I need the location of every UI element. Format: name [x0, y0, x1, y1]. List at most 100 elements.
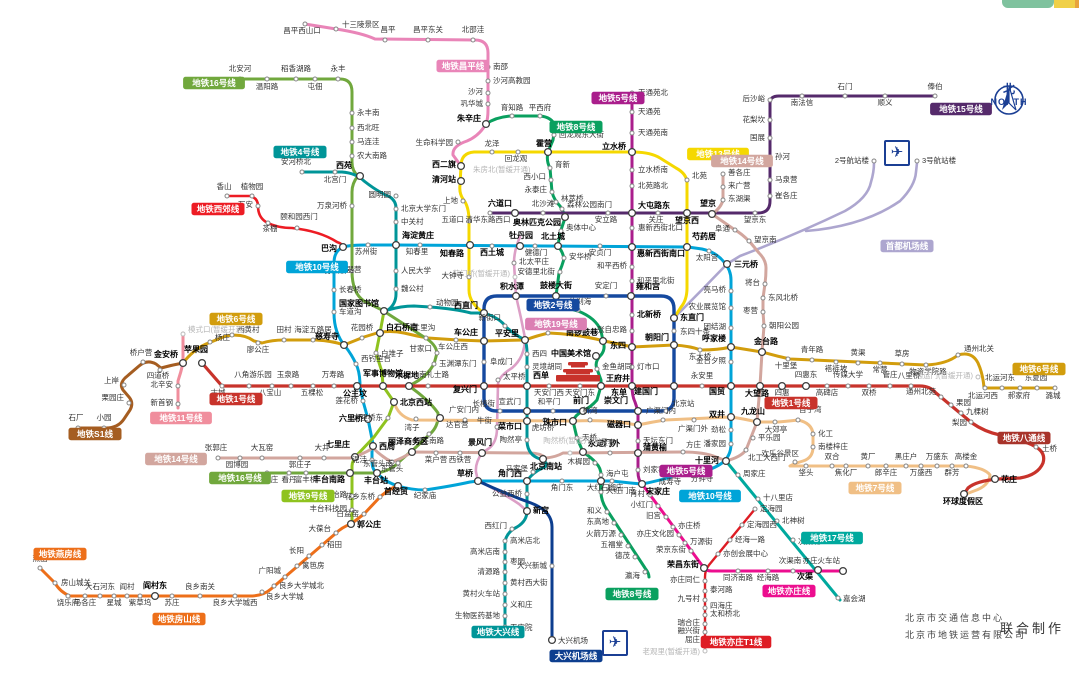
- station-label: 北京大学东门: [401, 203, 446, 213]
- station-dot: [543, 147, 553, 157]
- station-dot: [760, 295, 766, 301]
- station-label: 房山城关: [61, 577, 91, 587]
- station-dot: [481, 359, 487, 365]
- station-dot: [294, 225, 300, 231]
- station-label: 北宫门: [324, 174, 347, 184]
- station-dot: [520, 335, 530, 345]
- station-dot: [425, 37, 431, 43]
- station-dot: [680, 449, 686, 455]
- station-label: 茶棚: [263, 223, 278, 233]
- station-dot: [688, 548, 694, 554]
- station-dot: [365, 242, 371, 248]
- tiananmen-icon: [556, 362, 600, 382]
- station-dot: [391, 240, 401, 250]
- station-dot: [265, 220, 271, 226]
- station-label: 杨庄: [215, 332, 230, 342]
- station-label: 饶乐府: [57, 597, 80, 607]
- station-dot: [339, 340, 349, 350]
- station-label: 回龙观东大街: [559, 129, 604, 139]
- station-dot: [596, 381, 606, 391]
- station-dot: [350, 452, 360, 462]
- station-dot: [762, 281, 768, 287]
- station-dot: [345, 468, 355, 478]
- station-dot: [524, 351, 530, 357]
- station-dot: [671, 328, 677, 334]
- station-label: 望京东: [744, 214, 767, 224]
- station-dot: [522, 476, 532, 486]
- station-dot: [169, 593, 175, 599]
- station-dot: [349, 268, 355, 274]
- station-dot: [777, 381, 787, 391]
- station-label: 和平里北街: [637, 275, 675, 285]
- station-dot: [558, 228, 564, 234]
- station-label: 大瓦窑: [251, 442, 274, 452]
- station-dot: [722, 259, 732, 269]
- station-dot: [333, 530, 339, 536]
- station-label: 北辛安: [151, 379, 174, 389]
- station-dot: [932, 93, 938, 99]
- line-badge: [762, 584, 816, 598]
- station-dot: [627, 208, 637, 218]
- station-dot: [959, 489, 969, 499]
- station-dot: [609, 478, 615, 484]
- station-dot: [532, 243, 538, 249]
- station-dot: [728, 325, 734, 331]
- station-dot: [389, 397, 399, 407]
- station-dot: [349, 153, 355, 159]
- line-badge-label: 地铁7号线: [856, 483, 895, 493]
- station-label: 奥体中心: [566, 222, 596, 232]
- station-label: 军事博物馆: [363, 368, 403, 378]
- station-label: 人民大学: [401, 265, 431, 275]
- station-dot: [237, 455, 243, 461]
- station-dot: [958, 410, 964, 416]
- station-label: 平乐园: [758, 432, 781, 442]
- line-badge: [997, 431, 1051, 445]
- station-label: 西局: [379, 442, 395, 451]
- station-dot: [625, 543, 631, 549]
- station-dot: [767, 135, 773, 141]
- station-dot: [755, 496, 761, 502]
- line-l15: [488, 94, 937, 215]
- station-label: 西二旗: [432, 159, 456, 169]
- station-dot: [727, 537, 733, 543]
- station-label: 东高地: [587, 516, 610, 526]
- station-label: 农大南路: [357, 150, 387, 160]
- station-label: 蒲黄榆: [643, 442, 668, 452]
- station-dot: [456, 161, 466, 171]
- station-label: 安贞门: [589, 247, 612, 257]
- station-label: 良乡大学城西: [213, 597, 258, 607]
- station-dot: [790, 537, 796, 543]
- station-label: 圆明园: [369, 190, 392, 199]
- station-label: 崇文门: [604, 395, 628, 405]
- station-label: 泰河路: [710, 584, 733, 594]
- station-dot: [1017, 385, 1023, 391]
- station-label: 大兴新城: [517, 560, 547, 570]
- line-badge-label: 地铁亦庄T1线: [710, 637, 763, 647]
- station-dot: [739, 522, 745, 528]
- station-label: 北京西站: [400, 397, 432, 407]
- station-label: 北苑: [692, 170, 707, 180]
- station-label: 公主坟: [343, 388, 367, 398]
- station-dot: [603, 293, 609, 299]
- corner-tab-orange: [1075, 0, 1079, 8]
- station-label: 南邵: [493, 61, 508, 71]
- station-label: 十里堡: [775, 360, 798, 370]
- station-dot: [310, 337, 316, 343]
- station-label: 九龙山: [740, 406, 765, 416]
- station-dot: [923, 362, 929, 368]
- line-badge-label: 地铁亦庄线: [768, 586, 811, 596]
- station-dot: [346, 519, 356, 529]
- station-dot: [949, 463, 955, 469]
- station-label: 王府井: [606, 373, 630, 383]
- station-label: 清河站: [432, 174, 456, 184]
- line-badge: [764, 396, 818, 410]
- credit-org-1: 北京市交通信息中心: [905, 613, 1005, 623]
- station-dot: [473, 476, 483, 486]
- station-label: 海户屯: [606, 468, 629, 478]
- line-l2: [482, 294, 676, 413]
- station-label: 长椿街: [473, 398, 496, 408]
- station-dot: [460, 198, 466, 204]
- station-dot: [359, 335, 365, 341]
- station-label: 天通苑北: [638, 87, 668, 97]
- station-dot: [752, 210, 758, 216]
